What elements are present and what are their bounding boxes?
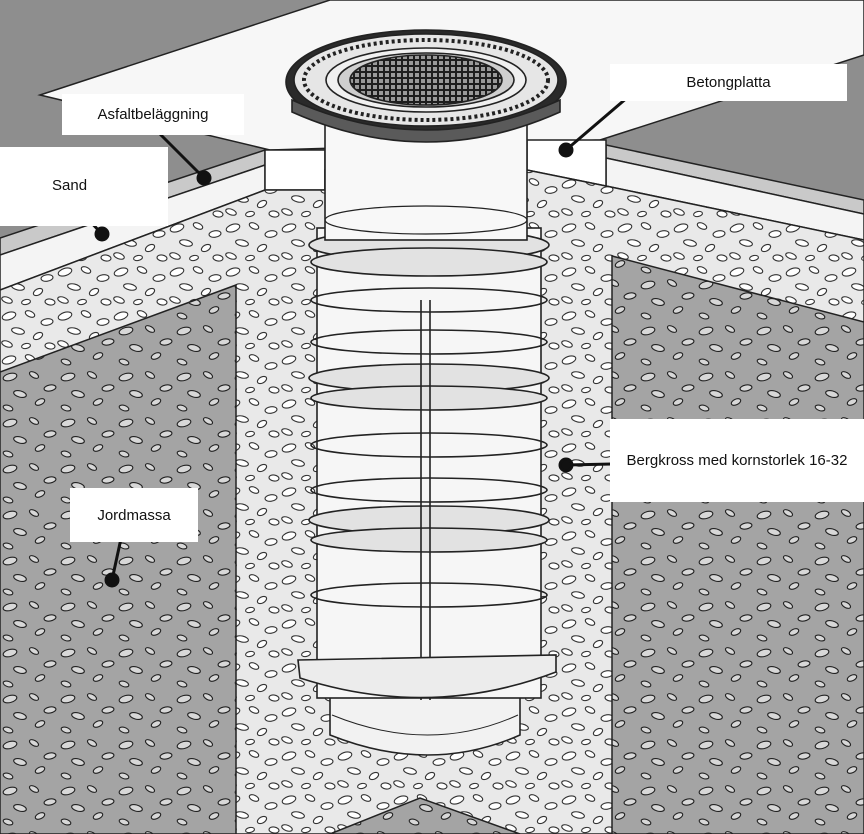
soil-mass-bottom xyxy=(329,797,521,834)
label-sand: Sand xyxy=(0,147,168,226)
label-concrete-slab: Betongplatta xyxy=(610,64,847,101)
drainage-well xyxy=(285,29,567,756)
soil-mass-right xyxy=(611,255,864,834)
label-crushed-rock: Bergkross med kornstorlek 16-32 xyxy=(610,419,864,502)
label-soil-mass: Jordmassa xyxy=(70,488,198,542)
soil-mass-left xyxy=(0,283,237,834)
label-asphalt: Asfaltbeläggning xyxy=(62,94,244,135)
